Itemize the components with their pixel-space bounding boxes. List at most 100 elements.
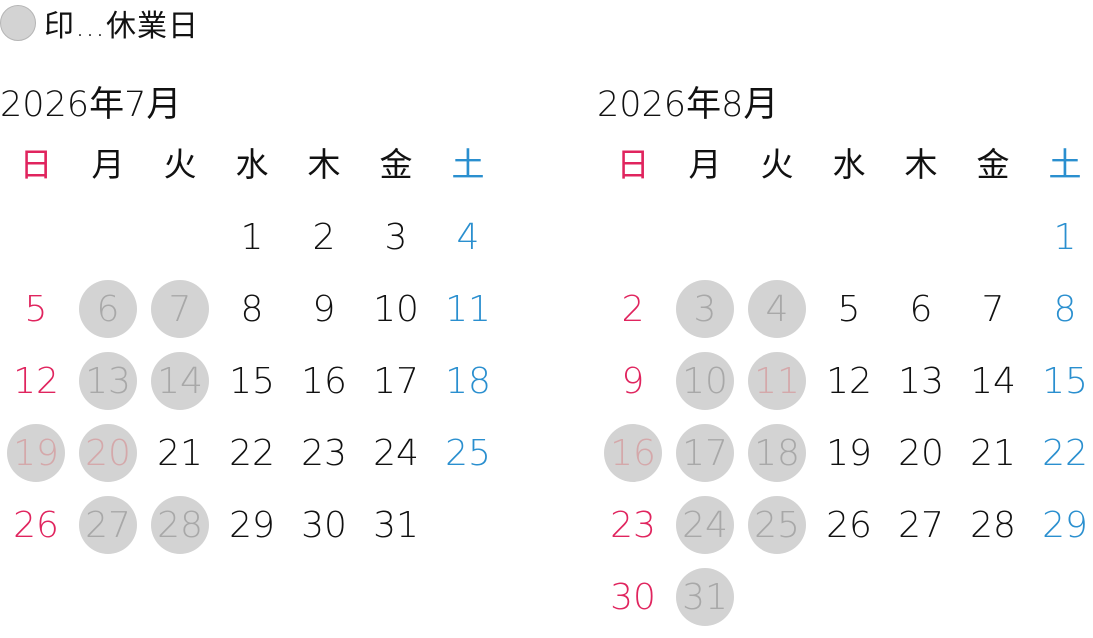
day-cell: 5	[813, 273, 885, 345]
weekday-thursday: 木	[904, 145, 938, 184]
weekday-tuesday: 火	[760, 145, 794, 184]
empty-cell	[0, 201, 72, 273]
weekday-header-row: 日 月 火 水 木 金 土	[0, 136, 504, 194]
day-cell: 22	[216, 417, 288, 489]
day-cell: 26	[813, 489, 885, 561]
day-number: 10	[676, 352, 734, 410]
day-cell-holiday: 11	[741, 345, 813, 417]
day-cell: 15	[1029, 345, 1093, 417]
day-cell: 8	[216, 273, 288, 345]
day-cell-holiday: 18	[741, 417, 813, 489]
day-cell: 12	[813, 345, 885, 417]
day-number: 26	[13, 504, 59, 546]
weekday-friday: 金	[379, 145, 413, 184]
day-cell-holiday: 10	[669, 345, 741, 417]
day-number: 23	[301, 432, 347, 474]
empty-cell	[72, 201, 144, 273]
day-cell-holiday: 27	[72, 489, 144, 561]
day-cell: 30	[288, 489, 360, 561]
day-cell: 17	[360, 345, 432, 417]
weekday-header-row: 日 月 火 水 木 金 土	[597, 136, 1093, 194]
empty-cell	[741, 201, 813, 273]
day-cell: 29	[1029, 489, 1093, 561]
day-number: 1	[1053, 216, 1077, 258]
day-cell-holiday: 31	[669, 561, 741, 633]
day-cell: 1	[216, 201, 288, 273]
month-title: 2026年7月	[0, 85, 182, 125]
day-cell-holiday: 24	[669, 489, 741, 561]
weekday-tuesday: 火	[163, 145, 197, 184]
day-number: 2	[312, 216, 336, 258]
day-number: 30	[610, 576, 656, 618]
day-number: 29	[1042, 504, 1088, 546]
day-cell: 6	[885, 273, 957, 345]
day-number: 9	[312, 288, 336, 330]
day-cell-holiday: 3	[669, 273, 741, 345]
day-number: 14	[970, 360, 1016, 402]
day-number: 6	[909, 288, 933, 330]
day-cell: 5	[0, 273, 72, 345]
weekday-thursday: 木	[307, 145, 341, 184]
weekday-saturday: 土	[1048, 145, 1082, 184]
weekday-friday: 金	[976, 145, 1010, 184]
day-number: 8	[1053, 288, 1077, 330]
day-cell: 21	[144, 417, 216, 489]
day-cell: 14	[957, 345, 1029, 417]
day-cell-holiday: 16	[597, 417, 669, 489]
day-cell: 25	[432, 417, 504, 489]
day-number: 28	[151, 496, 209, 554]
day-cell-holiday: 7	[144, 273, 216, 345]
day-cell: 16	[288, 345, 360, 417]
day-cell-holiday: 13	[72, 345, 144, 417]
day-number: 21	[970, 432, 1016, 474]
day-number: 9	[621, 360, 645, 402]
day-cell: 3	[360, 201, 432, 273]
day-number: 26	[826, 504, 872, 546]
day-number: 27	[898, 504, 944, 546]
day-number: 24	[373, 432, 419, 474]
day-cell: 11	[432, 273, 504, 345]
weekday-wednesday: 水	[832, 145, 866, 184]
day-number: 21	[157, 432, 203, 474]
day-cell: 13	[885, 345, 957, 417]
weekday-wednesday: 水	[235, 145, 269, 184]
day-number: 3	[384, 216, 408, 258]
day-number: 14	[151, 352, 209, 410]
day-number: 17	[676, 424, 734, 482]
day-number: 4	[456, 216, 480, 258]
empty-cell	[669, 201, 741, 273]
empty-cell	[957, 201, 1029, 273]
day-cell: 12	[0, 345, 72, 417]
day-cell-holiday: 4	[741, 273, 813, 345]
day-number: 5	[837, 288, 861, 330]
day-number: 24	[676, 496, 734, 554]
day-cell-holiday: 25	[741, 489, 813, 561]
day-cell: 4	[432, 201, 504, 273]
day-cell: 28	[957, 489, 1029, 561]
day-cell: 1	[1029, 201, 1093, 273]
day-number: 18	[748, 424, 806, 482]
day-number: 18	[445, 360, 491, 402]
day-number: 10	[373, 288, 419, 330]
day-number: 31	[373, 504, 419, 546]
day-number: 7	[981, 288, 1005, 330]
day-number: 30	[301, 504, 347, 546]
day-cell: 19	[813, 417, 885, 489]
day-number: 5	[24, 288, 48, 330]
day-number: 16	[301, 360, 347, 402]
day-number: 23	[610, 504, 656, 546]
day-cell: 29	[216, 489, 288, 561]
day-number: 12	[826, 360, 872, 402]
day-cell: 21	[957, 417, 1029, 489]
day-cell: 2	[288, 201, 360, 273]
empty-cell	[597, 201, 669, 273]
day-cell: 2	[597, 273, 669, 345]
day-number: 13	[79, 352, 137, 410]
empty-cell	[885, 201, 957, 273]
day-number: 3	[676, 280, 734, 338]
day-number: 28	[970, 504, 1016, 546]
day-number: 13	[898, 360, 944, 402]
day-number: 2	[621, 288, 645, 330]
